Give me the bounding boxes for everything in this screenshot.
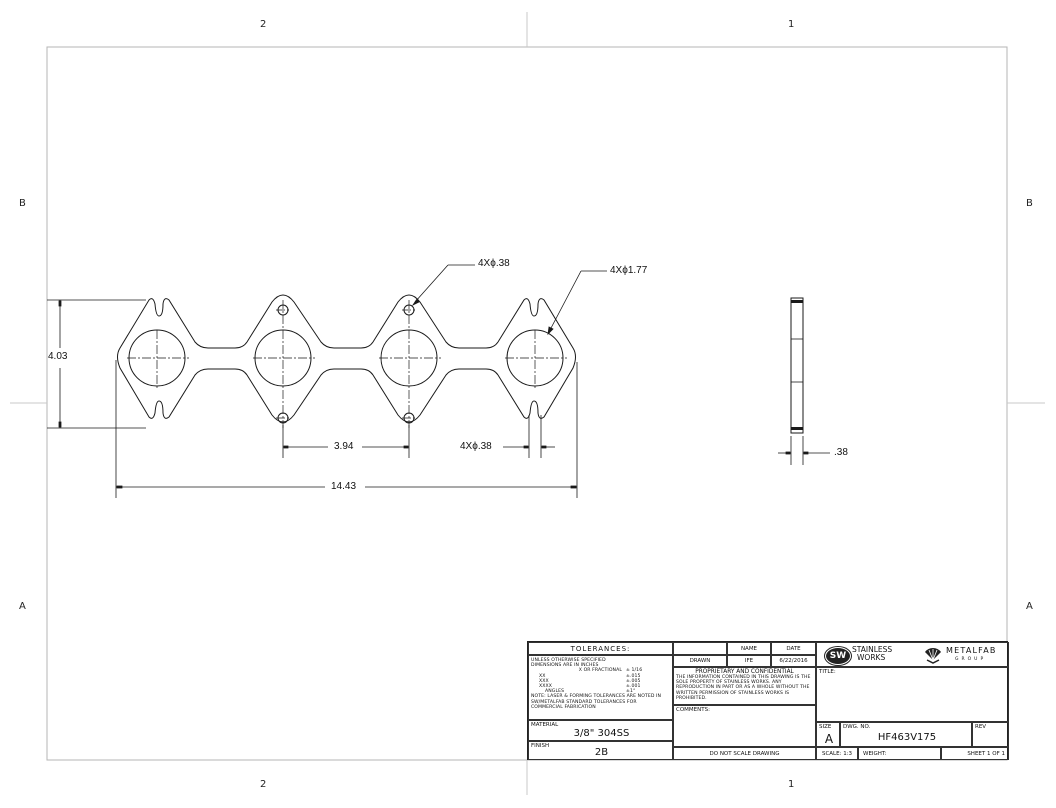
dimension-slot-width	[503, 415, 555, 458]
tolerance-value: ±.015	[626, 673, 641, 679]
finish-cell: FINISH 2B	[528, 741, 673, 760]
date-header: DATE	[786, 645, 801, 652]
leader-port	[547, 270, 607, 336]
name-header: NAME	[740, 645, 758, 652]
title-label: TITLE:	[819, 669, 836, 675]
leader-bolt-hole	[411, 264, 475, 307]
zone-column-top-2: 2	[260, 19, 267, 30]
dwg-no-label: DWG. NO.	[843, 724, 871, 730]
comments-cell: COMMENTS:	[673, 705, 816, 747]
zone-column-bottom-2: 2	[260, 779, 267, 790]
callout-text-bolt-hole: 4Xϕ.38	[478, 258, 510, 269]
drawn-label: DRAWN	[689, 658, 711, 664]
proprietary-title: PROPRIETARY AND CONFIDENTIAL	[695, 669, 794, 675]
tolerances-header: TOLERANCES:	[570, 644, 631, 653]
dimension-thickness	[778, 436, 830, 465]
title-block: TOLERANCES: UNLESS OTHERWISE SPECIFIED D…	[527, 641, 1009, 760]
material-value: 3/8" 304SS	[573, 728, 630, 739]
rev-label: REV	[975, 724, 987, 730]
scale-label: SCALE: 1:3	[821, 750, 853, 757]
sheet-cell: SHEET 1 OF 1	[941, 747, 1009, 760]
callout-text-port: 4Xϕ1.77	[610, 265, 648, 276]
material-cell: MATERIAL 3/8" 304SS	[528, 720, 673, 741]
do-not-scale-cell: DO NOT SCALE DRAWING	[673, 747, 816, 760]
size-cell: SIZE A	[816, 722, 840, 747]
do-not-scale-note: DO NOT SCALE DRAWING	[709, 750, 780, 757]
sheet-label: SHEET 1 OF 1	[967, 751, 1005, 757]
rev-cell: REV	[972, 722, 1009, 747]
tolerances-line2: DIMENSIONS ARE IN INCHES	[531, 663, 599, 669]
approval-blank-header	[673, 642, 727, 655]
zone-row-right-b: B	[1026, 198, 1033, 209]
tolerances-header-cell: TOLERANCES:	[528, 642, 673, 655]
drawn-name-cell: IFE	[727, 655, 771, 667]
proprietary-cell: PROPRIETARY AND CONFIDENTIAL THE INFORMA…	[673, 667, 816, 705]
zone-row-right-a: A	[1026, 601, 1033, 612]
flange-side-view	[790, 297, 804, 434]
drawn-name: IFE	[744, 658, 754, 664]
scale-cell: SCALE: 1:3	[816, 747, 858, 760]
tolerance-label: X OR FRACTIONAL	[578, 668, 622, 674]
stainless-works-logo-icon: SW	[825, 647, 851, 665]
date-header-cell: DATE	[771, 642, 816, 655]
dimension-text-bolt-spacing: 3.94	[334, 441, 354, 452]
material-label: MATERIAL	[531, 722, 559, 728]
size-label: SIZE	[819, 724, 832, 730]
metalfab-logo-icon	[925, 648, 941, 664]
zone-row-left-a: A	[19, 601, 26, 612]
tolerances-line1: UNLESS OTHERWISE SPECIFIED	[531, 658, 606, 663]
zone-column-top-1: 1	[788, 19, 795, 30]
tolerances-note: NOTE: LASER & FORMING TOLERANCES ARE NOT…	[531, 694, 662, 710]
metalfab-line1: METALFAB	[946, 646, 997, 655]
zone-column-bottom-1: 1	[788, 779, 795, 790]
dwg-no-value: HF463V175	[877, 732, 937, 743]
finish-label: FINISH	[531, 743, 550, 749]
tolerance-value: ± 1/16	[626, 668, 643, 674]
drawn-label-cell: DRAWN	[673, 655, 727, 667]
dimension-text-length: 14.43	[331, 481, 357, 492]
dimension-overall-height	[47, 299, 146, 429]
tolerances-body: UNLESS OTHERWISE SPECIFIED DIMENSIONS AR…	[528, 655, 673, 720]
dimension-bolt-spacing	[282, 425, 410, 458]
size-value: A	[824, 732, 834, 746]
stainless-works-text: STAINLESS WORKS	[852, 646, 892, 662]
stainless-works-line1: STAINLESS	[852, 645, 893, 654]
weight-cell: WEIGHT:	[858, 747, 941, 760]
dimension-overall-length	[115, 360, 578, 498]
stainless-works-line2: WORKS	[857, 653, 886, 662]
center-lines	[127, 300, 567, 428]
title-cell: TITLE:	[816, 667, 1009, 722]
zone-row-left-b: B	[19, 198, 26, 209]
tolerance-label: ANGLES	[545, 689, 565, 695]
drawn-date: 6/22/2016	[779, 658, 808, 664]
weight-label: WEIGHT:	[863, 751, 887, 757]
proprietary-body: THE INFORMATION CONTAINED IN THIS DRAWIN…	[676, 675, 811, 701]
metalfab-line2: GROUP	[955, 657, 987, 662]
finish-value: 2B	[594, 747, 609, 758]
drawn-date-cell: 6/22/2016	[771, 655, 816, 667]
dimension-text-height: 4.03	[48, 351, 68, 362]
flange-front-view	[117, 294, 576, 424]
dwg-no-cell: DWG. NO. HF463V175	[840, 722, 972, 747]
dimension-text-slot: 4Xϕ.38	[460, 441, 492, 452]
tolerance-value: ±.005	[626, 678, 641, 684]
tolerance-table: X OR FRACTIONAL ± 1/16 XX ±.015 XXX ±.00…	[531, 668, 670, 694]
name-header-cell: NAME	[727, 642, 771, 655]
tolerance-value: ±.001	[626, 684, 641, 690]
dimension-text-thickness: .38	[834, 447, 848, 458]
comments-label: COMMENTS:	[676, 707, 710, 713]
tolerance-label: XXXX	[539, 684, 552, 690]
logo-cell: SW STAINLESS WORKS METALFAB GROUP	[816, 642, 1009, 667]
tolerance-value: ±1°	[626, 689, 636, 695]
tolerance-label: XXX	[539, 678, 549, 684]
tolerance-label: XX	[539, 673, 546, 679]
